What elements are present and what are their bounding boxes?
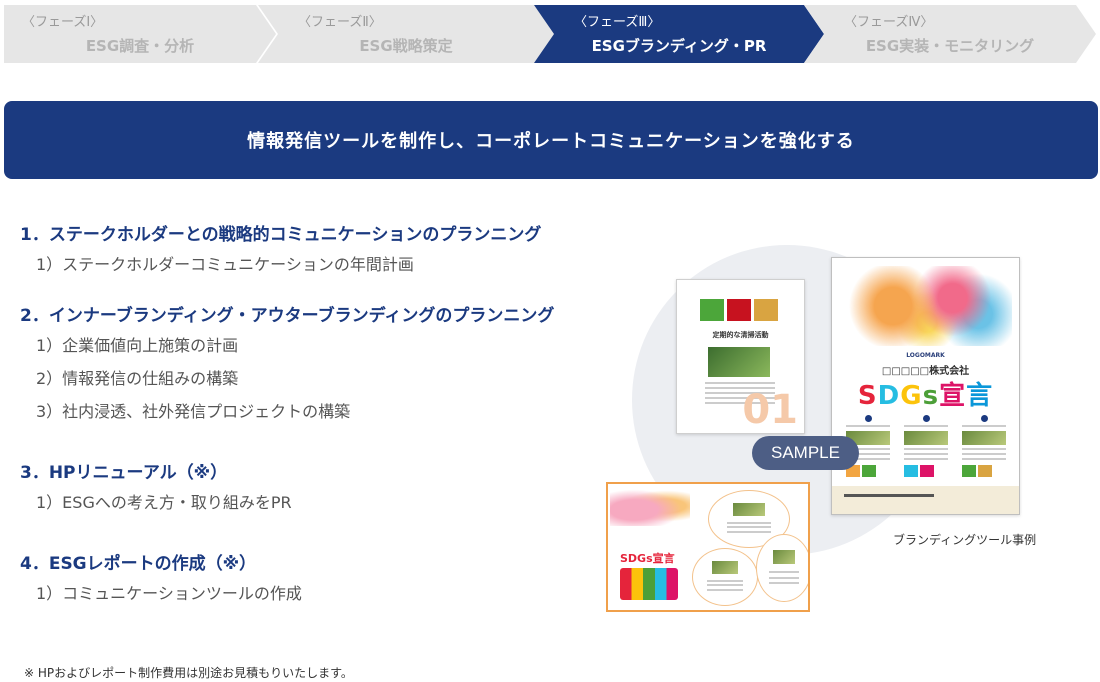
sample-badge: SAMPLE — [752, 436, 859, 470]
poster-footer — [832, 486, 1019, 514]
section-item: 1）ステークホルダーコミュニケーションの年間計画 — [36, 255, 414, 274]
sdgs-char: 宣 — [939, 381, 967, 411]
sdgs-char: D — [877, 381, 901, 411]
section-2: 2．インナーブランディング・アウターブランディングのプランニング 1）企業価値向… — [20, 303, 640, 428]
service-list: 1．ステークホルダーとの戦略的コミュニケーションのプランニング 1）ステークホル… — [20, 222, 640, 632]
section-4: 4．ESGレポートの作成（※） 1）コミュニケーションツールの作成 — [20, 551, 640, 610]
poster-logomark: LOGOMARK — [906, 352, 945, 359]
leaflet-photo — [708, 347, 770, 377]
poster-splash-image — [842, 266, 1012, 346]
sample-poster: LOGOMARK □□□□□株式会社 SDGs宣言 — [831, 257, 1020, 515]
sample-leaflet: 定期的な清掃活動 01 — [676, 279, 805, 434]
poster-column — [904, 415, 948, 481]
phase-4-title: ESG実装・モニタリング — [865, 37, 1035, 55]
web-page-sdgs-heading: SDGs宣言 — [620, 552, 675, 565]
green-square — [700, 299, 724, 321]
section-item: 1）ESGへの考え方・取り組みをPR — [36, 493, 292, 512]
phase-1-number: 〈フェーズⅠ〉 — [22, 15, 104, 30]
leaflet-number: 01 — [742, 387, 798, 433]
puzzle-image — [620, 568, 678, 600]
poster-columns — [846, 415, 1006, 481]
section-title: 2．インナーブランディング・アウターブランディングのプランニング — [20, 306, 555, 326]
column-dot-icon — [980, 415, 988, 422]
red-square — [727, 299, 751, 321]
samples-caption: ブランディングツール事例 — [893, 533, 1037, 547]
phase-4-number: 〈フェーズⅣ〉 — [844, 15, 934, 30]
section-1: 1．ステークホルダーとの戦略的コミュニケーションのプランニング 1）ステークホル… — [20, 222, 640, 281]
web-page-bubble — [708, 490, 790, 548]
poster-column — [846, 415, 890, 481]
section-item: 1）コミュニケーションツールの作成 — [36, 584, 302, 603]
web-page-bubble — [756, 534, 808, 602]
phase-1-title: ESG調査・分析 — [85, 37, 195, 55]
leaflet-title: 定期的な清掃活動 — [712, 331, 769, 339]
sdgs-char: G — [900, 381, 923, 411]
poster-sdgs-heading: SDGs宣言 — [832, 375, 1019, 412]
section-item: 2）情報発信の仕組みの構築 — [36, 369, 239, 388]
column-dot-icon — [864, 415, 872, 422]
web-page-bubble — [692, 548, 758, 606]
sdgs-char: s — [922, 381, 940, 411]
phase-3-number: 〈フェーズⅢ〉 — [574, 15, 661, 30]
phase-4[interactable]: 〈フェーズⅣ〉 ESG実装・モニタリング — [804, 5, 1096, 63]
section-title: 3．HPリニューアル（※） — [20, 463, 228, 483]
sdgs-char: 言 — [966, 381, 994, 411]
phase-2[interactable]: 〈フェーズⅡ〉 ESG戦略策定 — [258, 5, 554, 63]
phase-1[interactable]: 〈フェーズⅠ〉 ESG調査・分析 — [4, 5, 276, 63]
gold-square — [754, 299, 778, 321]
section-title: 4．ESGレポートの作成（※） — [20, 554, 257, 574]
section-item: 1）企業価値向上施策の計画 — [36, 336, 239, 355]
section-item: 3）社内浸透、社外発信プロジェクトの構築 — [36, 402, 351, 421]
footnote: ※ HPおよびレポート制作費用は別途お見積もりいたします。 — [24, 666, 353, 680]
poster-company: □□□□□株式会社 — [881, 366, 970, 377]
phase-3[interactable]: 〈フェーズⅢ〉 ESGブランディング・PR — [534, 5, 824, 63]
leaflet-text-lines — [705, 382, 775, 407]
sdgs-char: S — [857, 381, 878, 411]
poster-column — [962, 415, 1006, 481]
section-title: 1．ステークホルダーとの戦略的コミュニケーションのプランニング — [20, 225, 542, 245]
phase-2-title: ESG戦略策定 — [359, 37, 453, 55]
column-dot-icon — [922, 415, 930, 422]
section-3: 3．HPリニューアル（※） 1）ESGへの考え方・取り組みをPR — [20, 460, 640, 519]
phase-navigation: 〈フェーズⅠ〉 ESG調査・分析 〈フェーズⅡ〉 ESG戦略策定 〈フェーズⅢ〉… — [0, 0, 1100, 66]
sample-web-page: SDGs宣言 — [606, 482, 810, 612]
phase-banner: 情報発信ツールを制作し、コーポレートコミュニケーションを強化する — [4, 101, 1098, 179]
phase-2-number: 〈フェーズⅡ〉 — [298, 15, 382, 30]
web-page-illustration — [610, 486, 690, 526]
phase-3-title: ESGブランディング・PR — [591, 37, 767, 55]
